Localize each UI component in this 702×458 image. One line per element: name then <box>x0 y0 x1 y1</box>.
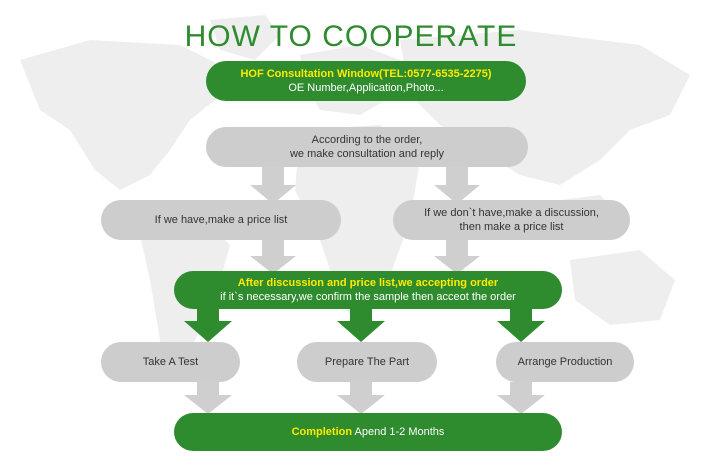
completion-label: Completion <box>291 426 353 438</box>
step-prepare-part: Prepare The Part <box>297 342 437 382</box>
consultation-window-label: HOF Consultation Window(TEL:0577-6535-22… <box>240 68 492 80</box>
arrow-test-to-completion <box>184 382 232 414</box>
page-title: HOW TO COOPERATE <box>184 20 518 53</box>
reply-line-1: According to the order, <box>311 134 423 146</box>
discussion-line-2: then make a price list <box>459 221 564 233</box>
step-have-price-list: If we have,make a price list <box>101 200 341 240</box>
arrow-prepare-to-completion <box>337 382 385 414</box>
step-completion: Completion Apend 1-2 Months <box>174 413 562 451</box>
accept-order-label: After discussion and price list,we accep… <box>237 277 499 289</box>
arrow-order-to-production <box>497 302 545 342</box>
arrow-not-have-to-order <box>434 238 480 274</box>
step-accept-order: After discussion and price list,we accep… <box>174 271 562 309</box>
step-take-test: Take A Test <box>101 342 240 382</box>
step-consultation-reply: According to the order, we make consulta… <box>206 127 528 167</box>
step-discussion-price-list: If we don`t have,make a discussion, then… <box>393 200 630 240</box>
arrow-have-to-order <box>250 238 296 274</box>
completion-duration: Apend 1-2 Months <box>352 426 445 438</box>
reply-line-2: we make consultation and reply <box>289 148 445 160</box>
take-test-label: Take A Test <box>142 356 199 368</box>
arrow-reply-to-have <box>250 164 296 204</box>
step-arrange-production: Arrange Production <box>496 342 634 382</box>
prepare-part-label: Prepare The Part <box>324 356 410 368</box>
arrow-reply-to-not-have <box>434 164 480 204</box>
arrow-order-to-test <box>184 302 232 342</box>
have-price-list-label: If we have,make a price list <box>154 214 288 226</box>
accept-order-details: if it`s necessary,we confirm the sample … <box>220 291 516 303</box>
consultation-details: OE Number,Application,Photo... <box>288 82 444 94</box>
step-consultation: HOF Consultation Window(TEL:0577-6535-22… <box>206 61 526 101</box>
discussion-line-1: If we don`t have,make a discussion, <box>424 207 599 219</box>
arrow-production-to-completion <box>497 382 545 414</box>
arrange-production-label: Arrange Production <box>517 356 613 368</box>
arrow-order-to-prepare <box>337 302 385 342</box>
